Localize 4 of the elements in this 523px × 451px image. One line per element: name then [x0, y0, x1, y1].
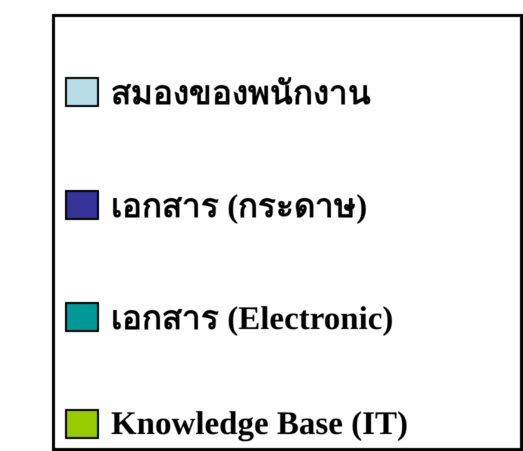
legend-label: Knowledge Base (IT)	[111, 406, 408, 442]
legend-label: เอกสาร (Electronic)	[111, 300, 394, 338]
legend-label: สมองของพนักงาน	[111, 74, 371, 114]
legend-label: เอกสาร (กระดาษ)	[111, 188, 368, 226]
